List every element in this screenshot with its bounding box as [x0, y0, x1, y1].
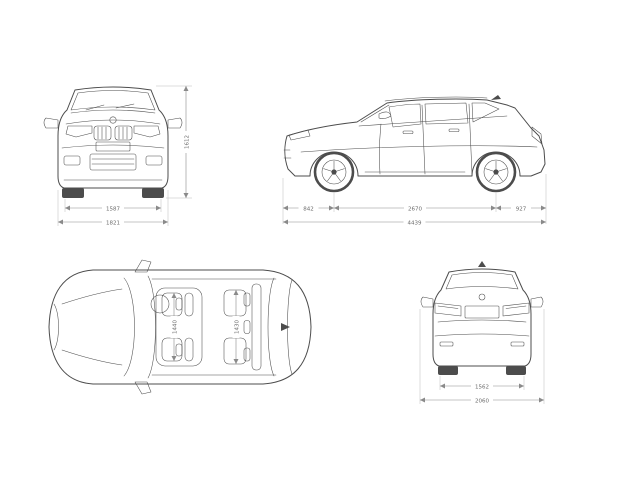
dim-front-track: 1587 — [106, 206, 120, 212]
antenna-fin-top — [281, 323, 290, 331]
roof-rails-top — [151, 278, 277, 376]
front-mirror-left — [43, 117, 59, 129]
quarter-window — [471, 102, 500, 123]
side-body-outline — [284, 98, 546, 177]
bmw-roundel-rear — [478, 293, 486, 301]
front-door-window — [388, 103, 422, 128]
wiper-left — [85, 104, 105, 111]
top-car — [48, 259, 312, 395]
top-mirror-right — [134, 381, 152, 395]
front-bumper-contour — [53, 303, 59, 351]
fog-light-right — [145, 155, 163, 166]
windshield-base — [123, 277, 135, 377]
front-air-intake — [89, 153, 137, 171]
hood-crease-top-1 — [61, 288, 123, 305]
side-mirror — [378, 111, 392, 119]
door-handle-front — [402, 130, 414, 134]
front-dimensions: 1612 1587 1821 — [57, 85, 192, 226]
dim-front-width: 1821 — [106, 220, 120, 226]
reflector-right — [510, 341, 525, 347]
front-windshield — [70, 90, 156, 111]
rear-door-window — [424, 102, 469, 125]
top-view-drawing: 1440 1430 — [48, 259, 312, 395]
side-taillight — [531, 126, 543, 145]
dim-front-interior-width: 1440 — [172, 320, 178, 334]
front-mirror-right — [167, 117, 183, 129]
front-view-drawing: 1612 1587 1821 — [43, 85, 192, 226]
dim-front-height: 1612 — [184, 135, 190, 149]
fog-light-left — [63, 155, 81, 166]
front-car — [43, 86, 183, 198]
reflector-left — [439, 341, 454, 347]
dim-rear-width: 2060 — [475, 398, 489, 404]
taillight-right — [502, 302, 530, 317]
top-body-outline — [48, 269, 312, 385]
dim-front-overhang: 842 — [303, 206, 314, 212]
front-wheel-right — [142, 188, 164, 198]
a-pillar-line — [360, 104, 390, 123]
bmw-roundel-front — [109, 116, 117, 124]
rear-view-drawing: 1562 2060 — [419, 261, 545, 404]
sunroof — [155, 287, 203, 367]
top-mirror-left — [134, 259, 152, 273]
side-front-wheel — [313, 151, 355, 193]
rear-bumper-line — [434, 333, 530, 337]
front-door-edge — [379, 123, 382, 175]
c-pillar-line — [468, 103, 473, 175]
intake-slats — [91, 158, 135, 165]
beltline — [358, 115, 508, 127]
hood-crease-top-2 — [61, 349, 123, 366]
top-view: 1440 1430 — [38, 252, 328, 402]
dim-rear-track: 1562 — [475, 384, 489, 390]
rear-mirror-left — [420, 296, 434, 308]
dim-rear-overhang: 927 — [516, 206, 527, 212]
taillight-details — [437, 305, 527, 309]
steering-wheel — [150, 294, 170, 314]
rear-dimensions: 1562 2060 — [419, 309, 545, 404]
roof-rail — [384, 96, 488, 102]
b-pillar-line — [421, 104, 426, 175]
headlight-right — [133, 125, 161, 138]
door-handle-rear — [448, 128, 460, 132]
front-view: 1612 1587 1821 — [28, 76, 198, 231]
rear-car — [420, 261, 544, 375]
character-line — [300, 145, 538, 153]
side-view-drawing: 842 2670 927 4439 — [282, 95, 547, 226]
rear-seats — [223, 283, 262, 371]
roof-front-edge — [147, 275, 156, 379]
dim-rear-interior-width: 1430 — [234, 320, 240, 334]
rear-window-top — [267, 277, 275, 377]
front-body-outline — [57, 86, 169, 189]
shark-fin-antenna — [491, 95, 501, 100]
hood-crease-1 — [70, 109, 156, 114]
front-bumper-lines — [283, 149, 292, 159]
side-car — [283, 95, 546, 193]
dim-wheelbase: 2670 — [408, 206, 422, 212]
side-view: 842 2670 927 4439 — [275, 72, 565, 232]
rear-wheel-left — [438, 366, 458, 375]
rear-wheel-right — [506, 366, 526, 375]
rear-view: 1562 2060 — [402, 256, 562, 411]
front-wheel-left — [62, 188, 84, 198]
rear-body-outline — [432, 268, 532, 367]
wiper-right — [115, 103, 135, 109]
antenna-fin-rear — [478, 261, 486, 267]
side-headlight — [288, 129, 311, 141]
top-dimensions: 1440 1430 — [170, 290, 240, 364]
headlight-left — [65, 125, 93, 138]
rear-window — [445, 272, 519, 290]
rear-license-plate — [464, 305, 500, 319]
hood-crease-2 — [65, 119, 161, 125]
dim-overall-length: 4439 — [408, 220, 422, 226]
rear-mirror-right — [530, 296, 544, 308]
kidney-grille — [93, 125, 133, 141]
taillight-left — [434, 302, 462, 317]
side-dimensions: 842 2670 927 4439 — [282, 174, 547, 226]
front-license-plate — [95, 141, 131, 152]
tailgate-crease — [437, 319, 527, 323]
bumper-crease — [61, 144, 165, 149]
side-rear-wheel — [475, 151, 517, 193]
